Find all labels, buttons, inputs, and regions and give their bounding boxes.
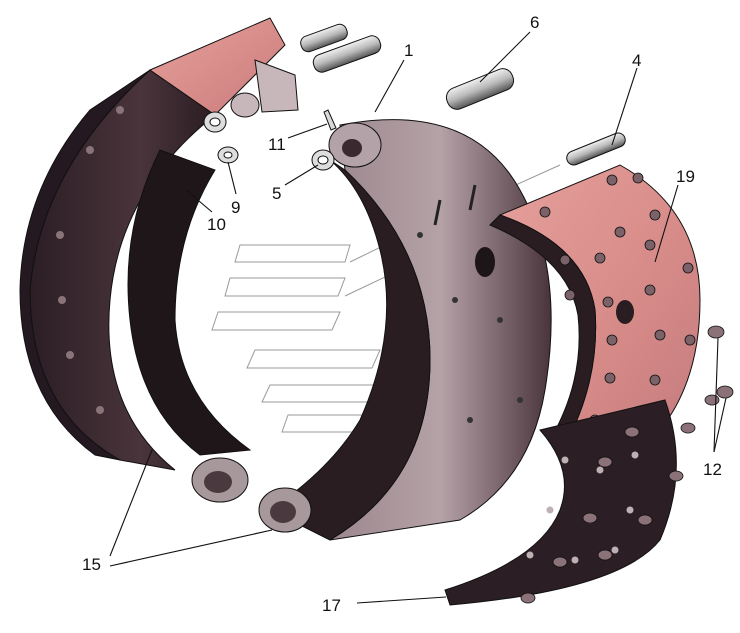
callout-9: 9 [231,198,240,217]
callout-10: 10 [207,215,226,234]
callout-labels: 1 4 5 6 9 10 11 12 15 17 19 [82,13,722,615]
callout-19: 19 [676,167,695,186]
left-brake-shoe [19,17,299,503]
pin-pair-top [300,23,382,73]
pin-6 [445,68,515,110]
cotter-pin-11 [323,109,337,131]
callout-15: 15 [82,555,101,574]
pin-4 [566,132,626,166]
callout-4: 4 [632,51,641,70]
washer-9 [203,111,239,164]
callout-5: 5 [272,184,281,203]
callout-12: 12 [703,460,722,479]
brake-lining-19 [489,164,701,446]
callout-17: 17 [322,596,341,615]
callout-1: 1 [404,41,413,60]
leader-lines [109,31,727,604]
callout-11: 11 [268,135,286,154]
callout-6: 6 [530,13,539,32]
